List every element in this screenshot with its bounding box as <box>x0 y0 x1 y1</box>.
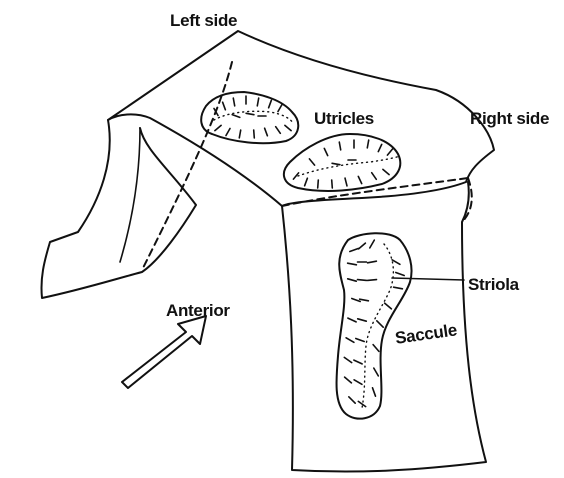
hair-cell-mark <box>350 249 358 252</box>
hair-cell-mark <box>309 159 314 165</box>
hair-cell-mark <box>396 273 404 276</box>
hair-cell-mark <box>378 144 381 151</box>
hair-cell-mark <box>372 173 377 180</box>
hair-cell-mark <box>332 180 333 188</box>
hair-cell-mark <box>305 178 308 186</box>
hair-cell-mark <box>285 125 291 130</box>
hair-cell-mark <box>394 287 403 289</box>
hair-cell-mark <box>324 148 327 155</box>
hair-cell-mark <box>377 321 383 327</box>
hair-cell-mark <box>368 261 377 263</box>
hair-cell-mark <box>354 380 362 385</box>
hair-cell-mark <box>345 178 347 186</box>
hair-cell-mark <box>339 142 340 150</box>
anterior-arrow-icon <box>122 316 206 388</box>
hair-cell-mark <box>387 149 392 155</box>
hair-cell-mark <box>276 127 281 134</box>
hair-cell-mark <box>332 163 340 164</box>
hair-cell-mark <box>374 368 379 376</box>
hair-cell-mark <box>226 129 230 136</box>
hair-cell-mark <box>348 318 356 322</box>
utricle-left-striola <box>214 111 294 124</box>
label-anterior: Anterior <box>166 302 230 319</box>
utricle-right-outline <box>284 134 400 191</box>
saccule-striola <box>362 244 393 408</box>
saccule-hair-cells <box>344 240 404 407</box>
hair-cell-mark <box>278 105 282 112</box>
horizontal-plane-sheet <box>108 31 494 206</box>
hair-cell-mark <box>359 243 366 249</box>
hair-cell-mark <box>318 180 319 188</box>
hair-cell-mark <box>354 360 362 364</box>
label-utricles: Utricles <box>314 110 374 127</box>
hair-cell-mark <box>232 115 240 118</box>
hair-cell-mark <box>348 263 357 265</box>
utricle-right-striola <box>298 156 400 176</box>
left-dashed-fold <box>142 62 232 270</box>
left-flap-fold <box>120 128 140 262</box>
hair-cell-mark <box>265 128 268 136</box>
hair-cell-mark <box>358 319 367 321</box>
label-striola: Striola <box>468 276 519 293</box>
label-left-side: Left side <box>170 12 237 29</box>
hair-cell-mark <box>373 388 376 396</box>
hair-cell-mark <box>254 130 255 138</box>
hair-cell-mark <box>233 98 234 106</box>
hair-cell-mark <box>349 397 355 403</box>
hair-cell-mark <box>345 377 352 383</box>
hair-cell-mark <box>370 240 375 248</box>
hair-cell-mark <box>367 140 368 148</box>
hair-cell-mark <box>373 345 379 352</box>
utricle-left-outline <box>201 92 298 143</box>
hair-cell-mark <box>358 280 367 281</box>
hair-cell-mark <box>344 357 351 362</box>
hair-cell-mark <box>239 130 240 138</box>
hair-cell-mark <box>392 260 400 265</box>
hair-cell-mark <box>368 280 377 281</box>
hair-cell-mark <box>246 113 254 114</box>
hair-cell-mark <box>346 338 354 343</box>
right-dashed-edge <box>462 178 472 222</box>
hair-cell-mark <box>215 125 221 130</box>
hair-cell-mark <box>383 169 389 174</box>
striola-leader-line <box>392 278 464 280</box>
hair-cell-mark <box>223 102 226 110</box>
hair-cell-mark <box>269 100 272 108</box>
hair-cell-mark <box>360 299 369 301</box>
hair-cell-mark <box>348 279 357 281</box>
hair-cell-mark <box>358 176 361 183</box>
hair-cell-mark <box>257 98 258 106</box>
hair-cell-mark <box>356 339 364 342</box>
label-right-side: Right side <box>470 110 549 127</box>
hair-cell-mark <box>385 303 392 309</box>
